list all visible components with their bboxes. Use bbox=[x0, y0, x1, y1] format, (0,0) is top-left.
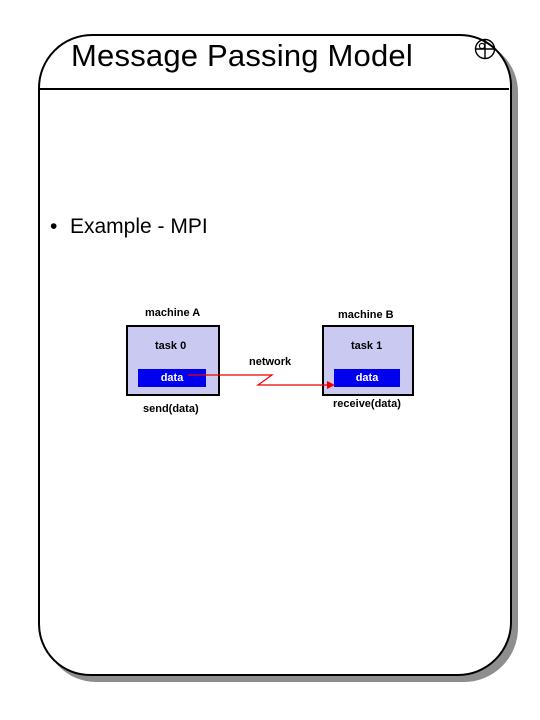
machine-a-data: data bbox=[138, 369, 206, 387]
bullet-item: • Example - MPI bbox=[50, 215, 208, 239]
title-divider bbox=[39, 88, 509, 90]
machine-a-task: task 0 bbox=[155, 340, 187, 352]
machine-b-label: machine B bbox=[338, 309, 394, 321]
slide-title: Message Passing Model bbox=[71, 38, 413, 73]
machine-a-label: machine A bbox=[145, 307, 201, 319]
network-label: network bbox=[249, 356, 292, 368]
circle-cross-logo-icon bbox=[474, 38, 496, 60]
machine-b-data: data bbox=[334, 369, 400, 387]
slide-frame bbox=[38, 34, 512, 676]
machine-b-task: task 1 bbox=[351, 340, 383, 352]
machine-a-call: send(data) bbox=[143, 403, 199, 415]
machine-b-call: receive(data) bbox=[333, 398, 401, 410]
bullet-text: Example - MPI bbox=[70, 215, 208, 238]
bullet-marker: • bbox=[50, 215, 58, 238]
